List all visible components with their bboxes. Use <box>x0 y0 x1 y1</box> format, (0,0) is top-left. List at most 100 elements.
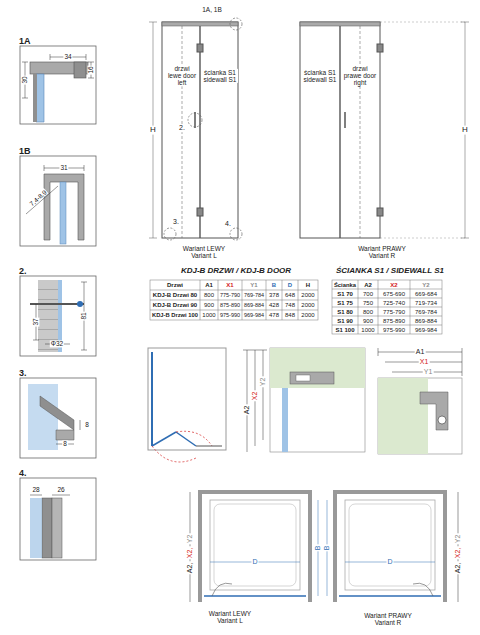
table-cell: D <box>287 282 293 289</box>
table-cell: 769-784 <box>243 292 265 298</box>
table-cell: 869-884 <box>243 302 265 308</box>
table-cell: 2000 <box>300 292 315 299</box>
table-cell: 775-790 <box>219 292 241 298</box>
table-cell: Y1 <box>249 282 258 289</box>
table-cell: A2 <box>363 281 373 288</box>
dimension-label: A2, <box>186 562 194 575</box>
detail-panel: 4. <box>18 462 98 562</box>
dimension-label: X1 <box>419 358 430 366</box>
table-cell: 875-890 <box>219 302 241 308</box>
dimension-label: 37 <box>32 317 39 326</box>
dimension-label: Y2 <box>454 534 462 545</box>
table-cell: S1 70 <box>336 290 354 297</box>
dimension-label: B <box>323 545 331 552</box>
dimension-label: X2 <box>251 391 259 402</box>
table-cell: 428 <box>268 302 280 309</box>
table-cell: 719-734 <box>414 299 438 306</box>
dimension-label: 30 <box>21 75 28 84</box>
table-cell: Drzwi <box>166 282 184 289</box>
dimension-label: 3. <box>172 218 180 226</box>
table-title: ŚCIANKA S1 / SIDEWALL S1 <box>335 267 445 276</box>
dimension-label: H <box>149 126 157 135</box>
dimension-label: Y1 <box>423 368 434 376</box>
dimension-label: 2. <box>178 124 186 132</box>
table-cell: S1 75 <box>336 299 354 306</box>
table-cell: 975-990 <box>382 326 406 333</box>
table-cell: S1 90 <box>336 317 354 324</box>
table-cell: S1 80 <box>336 308 354 315</box>
dimension-label: 7,4-8,9 <box>27 188 48 208</box>
table-cell: 848 <box>284 312 296 319</box>
table-cell: 969-984 <box>414 326 438 333</box>
table-cell: 378 <box>268 292 280 299</box>
detail-heading: 4. <box>18 468 28 478</box>
dimension-label: 16 <box>87 65 94 74</box>
dimension-label: ścianka S1 sidewall S1 <box>301 69 339 83</box>
dimension-label: Φ32 <box>50 340 64 347</box>
dimension-label: ścianka S1 sidewall S1 <box>202 69 238 83</box>
dimension-label: Wariant PRAWY Variant R <box>351 245 413 259</box>
detail-heading: 2. <box>18 266 28 276</box>
dimension-label: drzwi lewe door left <box>166 65 198 86</box>
table-cell: 775-790 <box>382 308 406 315</box>
dimension-label: Wariant LEWY Variant L <box>173 245 235 259</box>
dimension-label: B <box>314 545 322 552</box>
table-cell: 1000 <box>201 312 216 319</box>
table-cell: KDJ-B Drzwi 90 <box>152 302 198 309</box>
dimension-label: H <box>461 126 469 135</box>
table-cell: X1 <box>225 282 234 289</box>
dimension-label: 8 <box>62 440 68 447</box>
table-title: KDJ-B DRZWI / KDJ-B DOOR <box>180 267 292 276</box>
dimension-label: 28 <box>31 486 40 493</box>
dimension-label: Y2 <box>259 377 267 388</box>
table-cell: 1000 <box>360 326 375 333</box>
table-cell: KDJ-B Drzwi 100 <box>151 312 199 318</box>
table-cell: 669-684 <box>414 290 438 297</box>
dimension-label: 81 <box>80 311 87 320</box>
dimension-label: 8 <box>84 421 90 428</box>
dimension-label: Y2 <box>186 534 194 545</box>
table-cell: 648 <box>284 292 296 299</box>
table-cell: B <box>271 282 277 289</box>
table-cell: 869-884 <box>414 317 438 324</box>
table-cell: 969-984 <box>243 312 265 318</box>
dimension-label: X2, <box>454 547 462 560</box>
table-cell: Y2 <box>421 281 430 288</box>
table-cell: 975-990 <box>219 312 241 318</box>
detail-panel: 3. <box>18 362 98 460</box>
dimension-label: A2 <box>243 405 251 416</box>
table-cell: 675-690 <box>382 290 406 297</box>
dimension-label: 1A, 1B <box>201 6 223 13</box>
dimension-label: Wariant LEWY Variant L <box>199 610 261 624</box>
table-cell: 725-740 <box>382 299 406 306</box>
dimension-label: A2, <box>454 562 462 575</box>
dimension-label: D <box>251 558 258 566</box>
table-cell: 800 <box>203 292 215 299</box>
table-cell: 750 <box>362 299 374 306</box>
dimension-label: D <box>386 558 393 566</box>
dimension-label: 4. <box>224 220 232 228</box>
table-cell: 478 <box>268 312 280 319</box>
table-cell: 875-890 <box>382 317 406 324</box>
dimension-label: 34 <box>63 53 72 60</box>
dimension-label: X2, <box>186 547 194 560</box>
table-cell: H <box>305 282 311 289</box>
dimension-label: 26 <box>56 486 65 493</box>
table-cell: 748 <box>284 302 296 309</box>
table-cell: A1 <box>204 282 214 289</box>
dimension-label: drzwi prawe door right <box>342 65 378 86</box>
table-cell: 769-784 <box>414 308 438 315</box>
table-cell: S1 100 <box>334 326 355 333</box>
table-cell: 2000 <box>300 312 315 319</box>
detail-panel: 1B <box>18 140 98 248</box>
dimension-label: Wariant PRAWY Variant R <box>357 612 419 626</box>
detail-heading: 1B <box>18 146 32 156</box>
dimension-label: A1 <box>415 348 426 356</box>
table-cell: 900 <box>203 302 215 309</box>
detail-heading: 3. <box>18 368 28 378</box>
dimension-label: 31 <box>59 164 68 171</box>
table-cell: KDJ-B Drzwi 80 <box>152 292 198 299</box>
detail-heading: 1A <box>18 36 32 46</box>
table-cell: 700 <box>362 290 374 297</box>
table-cell: 2000 <box>300 302 315 309</box>
